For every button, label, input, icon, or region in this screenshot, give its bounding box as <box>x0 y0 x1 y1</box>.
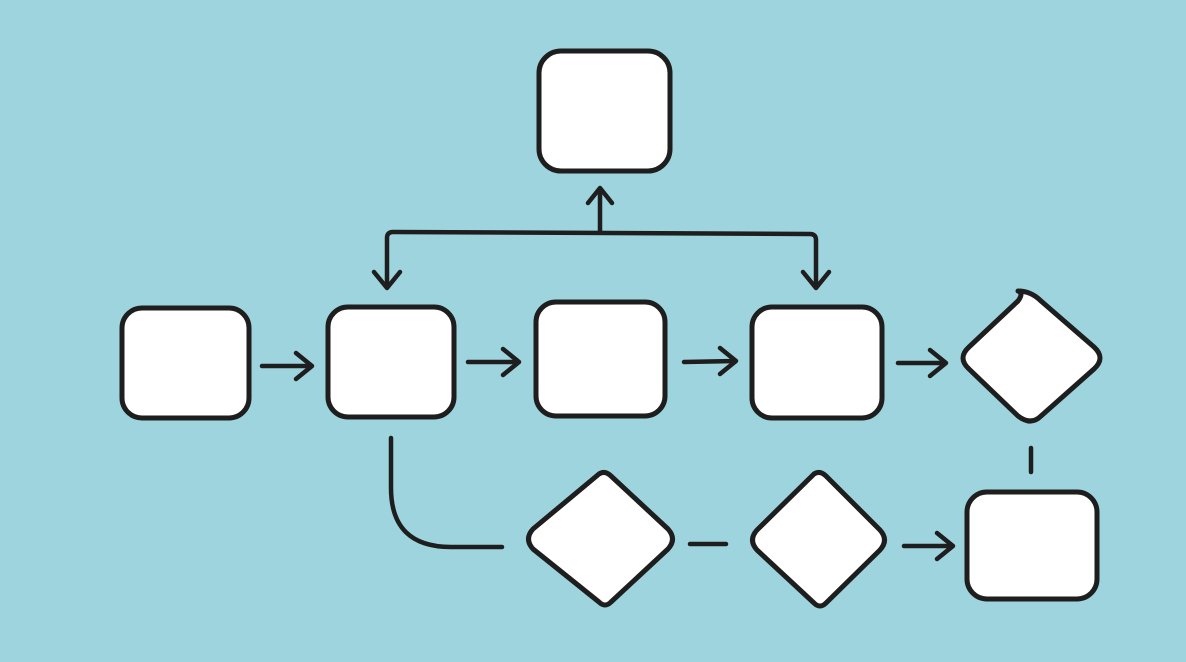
node-step-3[interactable] <box>533 299 668 419</box>
node-end[interactable] <box>964 489 1100 602</box>
edge-start-to-hub <box>259 350 315 382</box>
edge-step-4-to-decision-right <box>895 347 949 379</box>
node-step-4[interactable] <box>749 304 885 421</box>
node-hub[interactable] <box>325 304 457 420</box>
edge-hub-to-decision-bottom-1 <box>388 435 505 550</box>
edge-decision-bottom-2-to-end <box>901 530 956 562</box>
node-top[interactable] <box>536 48 673 174</box>
node-start[interactable] <box>119 305 252 421</box>
edge-bracket-to-step-4 <box>800 269 832 291</box>
edge-bracket-to-top <box>585 185 615 235</box>
node-decision-bottom-2[interactable] <box>750 469 887 609</box>
edge-bracket-to-hub <box>371 269 403 291</box>
node-decision-right[interactable] <box>960 288 1103 424</box>
edge-hub-to-step-3 <box>465 346 522 378</box>
node-decision-bottom-1[interactable] <box>526 469 675 608</box>
edge-step-3-to-step-4 <box>681 345 739 377</box>
